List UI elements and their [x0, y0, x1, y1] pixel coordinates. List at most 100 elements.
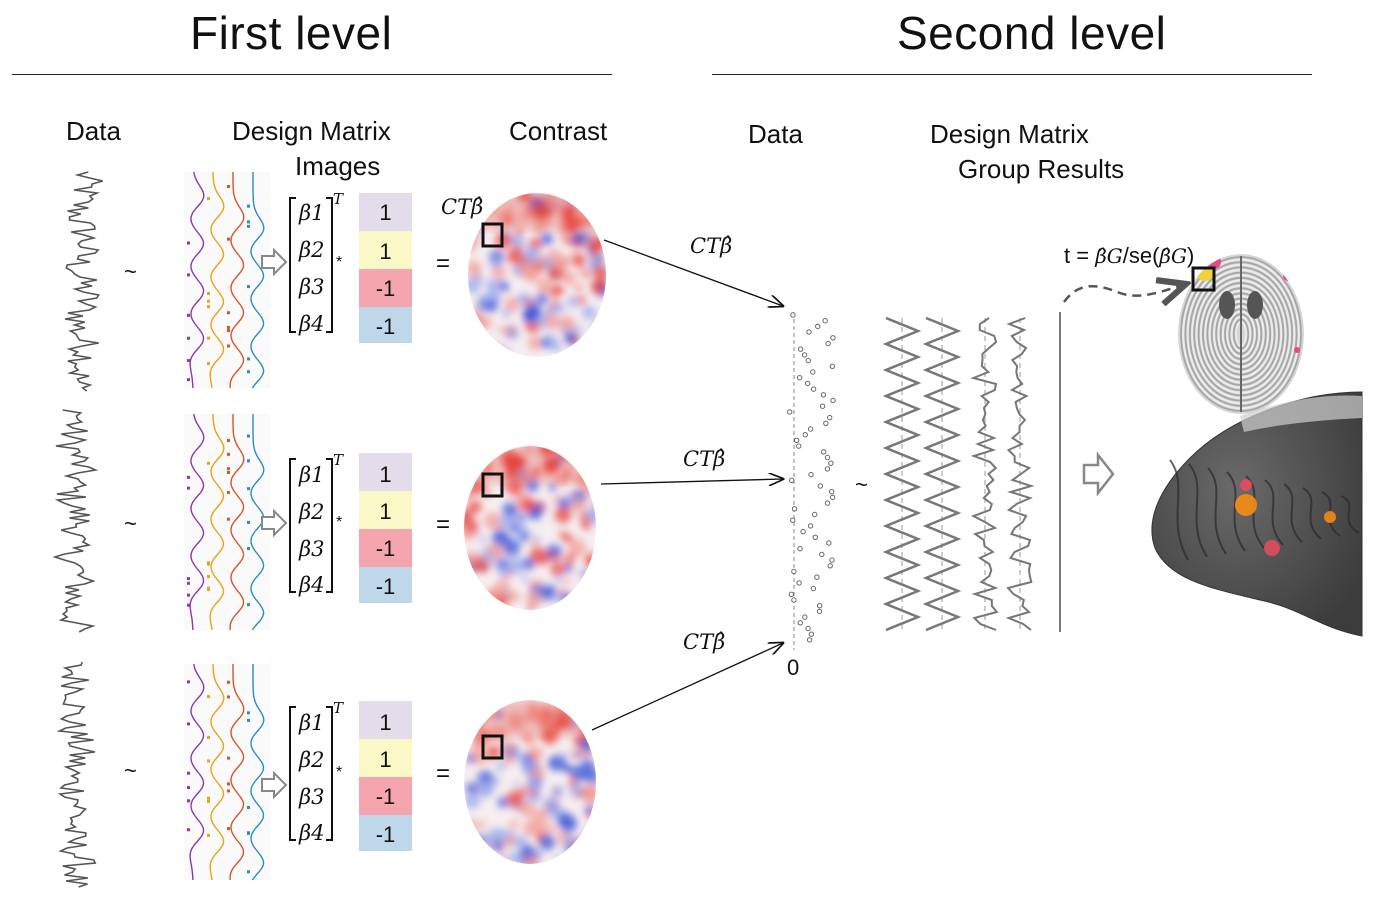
noise-blob: [564, 834, 577, 847]
group-data-point: [825, 340, 831, 347]
noise-blob: [502, 837, 513, 848]
noise-blob: [578, 266, 585, 273]
arrow-row3-to-group: [591, 643, 783, 731]
group-data-point: [830, 397, 836, 404]
noise-blob: [568, 538, 587, 557]
first-level-divider: [12, 74, 612, 75]
noise-blob: [551, 785, 564, 798]
noise-blob: [474, 851, 490, 864]
noise-blob: [554, 285, 564, 295]
noise-blob: [464, 462, 471, 474]
ctb-label-arrow1: CTβ̂: [690, 234, 733, 258]
noise-blob: [486, 193, 494, 198]
onset-marker: [187, 486, 190, 490]
cortex-activation-orange: [1324, 511, 1336, 523]
onset-marker: [207, 575, 210, 579]
onset-marker: [187, 359, 190, 363]
group-data-point: [829, 494, 836, 501]
noise-blob: [536, 293, 549, 305]
noise-blob: [468, 323, 481, 341]
noise-blob: [529, 547, 547, 565]
hollow-arrow-group-results: [1082, 451, 1115, 497]
contrast-map-row1: [468, 193, 606, 357]
contrast-cell: -1: [359, 529, 412, 567]
noise-blob: [564, 331, 577, 345]
group-data-point: [791, 597, 797, 603]
noise-blob: [581, 585, 596, 601]
noise-blob: [595, 342, 606, 357]
noise-blob: [476, 336, 492, 352]
regressor-trace: [189, 663, 205, 881]
noise-blob: [530, 766, 545, 780]
group-data-point: [790, 312, 796, 318]
onset-marker: [227, 467, 230, 471]
onset-marker: [247, 711, 250, 715]
noise-blob: [464, 746, 468, 754]
cortex-sulcus: [1207, 467, 1227, 555]
noise-blob: [464, 524, 472, 532]
noise-blob: [536, 278, 553, 295]
beta-2: β2: [299, 238, 325, 262]
second-level-design-label: Design Matrix: [930, 119, 1089, 149]
noise-blob: [557, 229, 566, 238]
group-data-point: [814, 574, 820, 580]
noise-blob: [507, 480, 524, 496]
noise-blob: [488, 827, 505, 844]
beta-1: β1: [299, 711, 325, 735]
noise-blob: [589, 824, 596, 833]
onset-marker: [207, 799, 210, 803]
data-timeseries-row1: [64, 171, 103, 392]
noise-blob: [548, 824, 557, 832]
noise-blob: [559, 255, 572, 267]
noise-blob: [506, 590, 520, 603]
noise-blob: [587, 597, 596, 610]
beta-3: β3: [299, 537, 325, 561]
contrast-cell: -1: [359, 307, 412, 343]
second-level-zero-label: 0: [787, 655, 800, 680]
noise-blob: [475, 781, 486, 792]
noise-blob: [490, 257, 501, 268]
noise-blob: [495, 856, 504, 864]
transpose-mark: T: [333, 451, 344, 469]
noise-blob: [468, 565, 476, 574]
dashed-curved-arrow: [1062, 284, 1186, 302]
group-data-point: [812, 534, 818, 540]
noise-blob: [579, 834, 592, 848]
group-data-point: [787, 409, 793, 415]
noise-blob: [545, 314, 561, 330]
noise-blob: [533, 535, 541, 543]
design-regressor-continuous-2: [1005, 317, 1035, 631]
noise-blob: [565, 193, 573, 197]
group-data-point: [791, 506, 798, 512]
noise-blob: [577, 710, 585, 718]
cortex-mesh-top: [1240, 395, 1362, 432]
first-level-data-label: Data: [66, 116, 121, 146]
noise-blob: [485, 279, 500, 293]
noise-blob: [541, 584, 557, 601]
noise-blob: [497, 280, 508, 290]
noise-blob: [584, 553, 596, 568]
first-level-images-label: Images: [295, 151, 381, 181]
beta-2: β2: [299, 500, 325, 524]
voxel-box-row1: [481, 222, 504, 248]
noise-blob: [591, 500, 596, 508]
noise-blob: [464, 489, 472, 499]
noise-blob: [495, 231, 513, 249]
onset-marker: [227, 311, 230, 315]
noise-blob: [579, 848, 589, 859]
noise-blob: [494, 594, 509, 609]
noise-blob: [549, 551, 557, 560]
noise-blob: [540, 338, 550, 348]
noise-blob: [581, 582, 593, 594]
noise-blob: [588, 486, 596, 493]
onset-marker: [207, 695, 210, 699]
group-data-point: [808, 631, 815, 637]
noise-blob: [468, 309, 483, 327]
noise-blob: [565, 559, 573, 566]
group-data-point: [807, 426, 814, 432]
onset-marker: [207, 461, 210, 465]
noise-blob: [522, 246, 541, 264]
group-data-point: [822, 318, 828, 324]
beta-bracket-right: [326, 197, 333, 333]
noise-blob: [487, 289, 502, 303]
